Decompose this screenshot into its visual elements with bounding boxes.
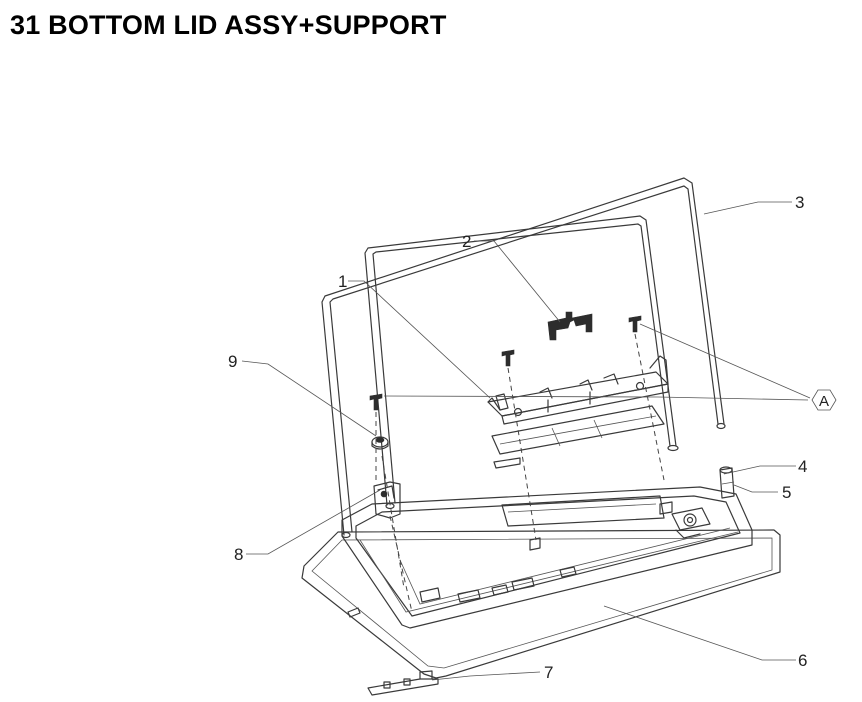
part-8-clip <box>373 481 401 519</box>
callout-9: 9 <box>228 352 237 371</box>
callout-labels: 1 2 3 4 5 6 7 8 9 A <box>228 193 837 682</box>
callout-8: 8 <box>234 545 243 564</box>
callout-a: A <box>819 393 829 410</box>
part-6-base-plate <box>301 529 781 679</box>
page-title: 31 BOTTOM LID ASSY+SUPPORT <box>10 10 447 40</box>
part-9-washer <box>371 436 389 450</box>
callout-1: 1 <box>338 272 347 291</box>
leader-lines <box>241 201 811 681</box>
callout-6: 6 <box>798 651 807 670</box>
callout-4: 4 <box>798 457 807 476</box>
callout-a-hexagon: A <box>811 389 837 411</box>
callout-3: 3 <box>795 193 804 212</box>
screw-a-set <box>369 315 642 411</box>
part-1-hinge-bracket <box>487 355 669 469</box>
callout-5: 5 <box>782 483 791 502</box>
part-2-spring <box>547 311 593 341</box>
assembly-dashed-lines <box>375 333 665 613</box>
part-4-5-post <box>719 466 735 499</box>
wire-support-inner <box>341 215 679 539</box>
callout-7: 7 <box>544 663 553 682</box>
callout-2: 2 <box>462 232 471 251</box>
frame-tray <box>341 486 753 629</box>
part-3-wire-support <box>321 177 726 536</box>
part-7-latch-tab <box>367 670 439 696</box>
